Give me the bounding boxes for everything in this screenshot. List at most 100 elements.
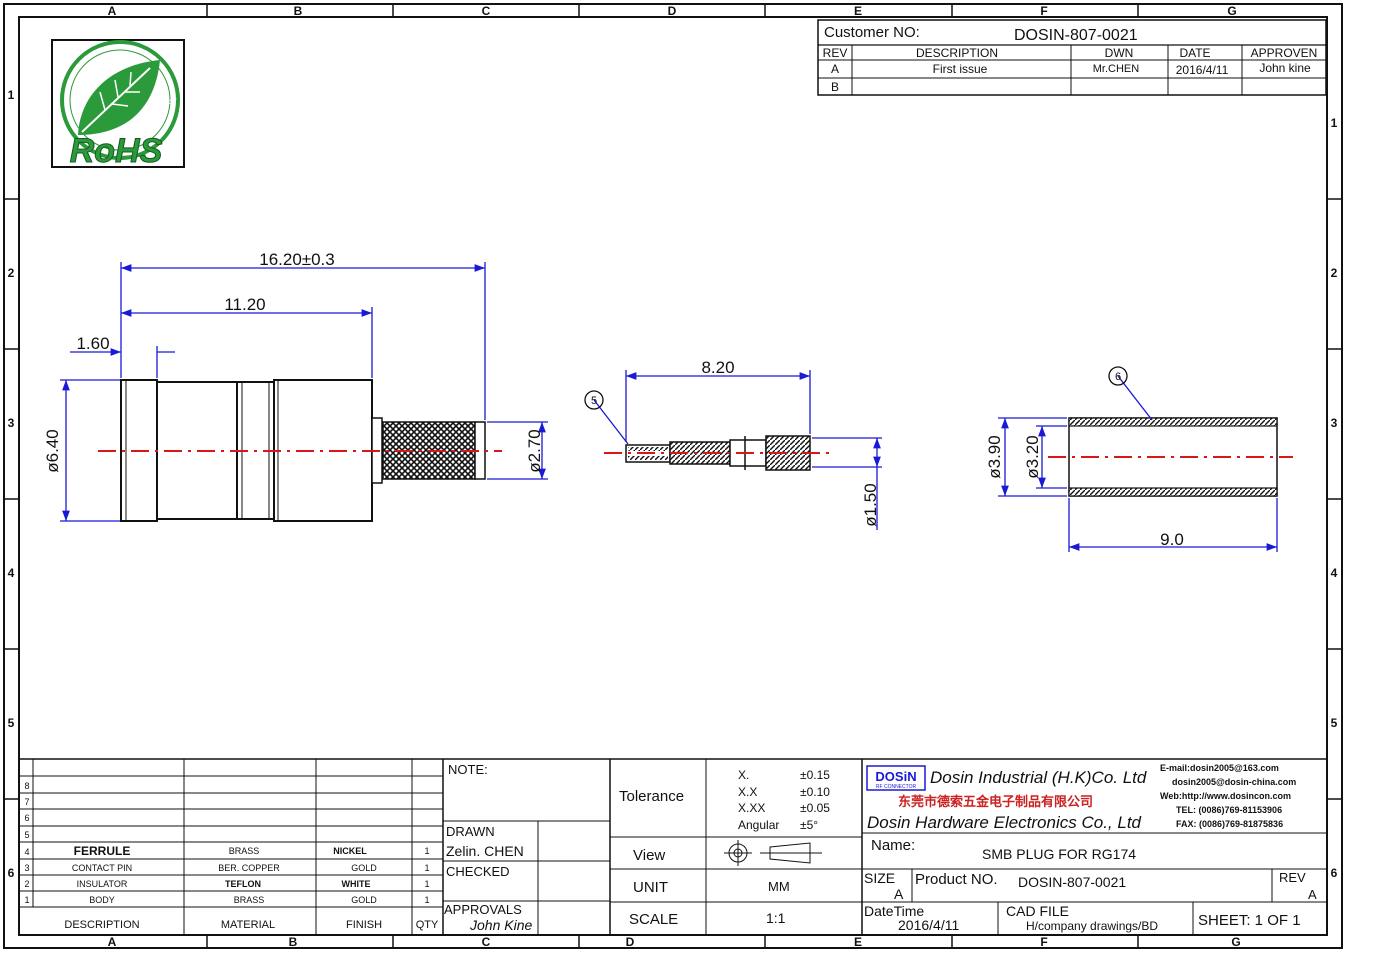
unit-value: MM (768, 879, 790, 894)
bom-item-4-qty: 1 (424, 846, 429, 856)
drawn-label: DRAWN (446, 824, 495, 839)
col-label-e-bottom: E (854, 935, 862, 949)
row-label-3-right: 3 (1331, 416, 1338, 430)
bom-header-material: MATERIAL (221, 919, 275, 931)
approvals-signature: John Kine (469, 917, 532, 933)
tolerance-val-2: ±0.05 (800, 801, 830, 815)
rev-b: B (831, 80, 839, 94)
description-header: DESCRIPTION (916, 46, 998, 60)
bom-row-7: 7 (24, 797, 29, 807)
col-label-b-bottom: B (289, 935, 298, 949)
plug-body-view (98, 379, 502, 522)
row-label-5-right: 5 (1331, 716, 1338, 730)
approvals-label: APPROVALS (444, 902, 522, 917)
row-label-2-right: 2 (1331, 266, 1338, 280)
bom-item-2-finish: WHITE (342, 879, 371, 889)
product-no-label: Product NO. (915, 871, 998, 888)
rohs-logo: RoHS Green Product (51, 39, 185, 171)
cad-file-value: H/company drawings/BD (1026, 919, 1158, 933)
bom-header-description: DESCRIPTION (64, 919, 139, 931)
rev-a: A (831, 62, 839, 76)
notes-block (443, 758, 1326, 935)
bom-item-1-finish: GOLD (351, 895, 377, 905)
tolerance-key-2: X.XX (738, 801, 765, 815)
approven-header: APPROVEN (1251, 46, 1318, 60)
projection-cone-icon (769, 842, 811, 864)
scale-value: 1:1 (766, 910, 786, 926)
tolerance-key-3: Angular (738, 818, 779, 832)
col-label-e: E (854, 4, 862, 18)
col-label-b: B (294, 4, 303, 18)
drawn-value: Zelin. CHEN (446, 843, 524, 859)
name-label: Name: (871, 837, 915, 854)
dosin-logo-sub: RF CONNECTOR (876, 784, 917, 790)
dimensions-pin (584, 370, 882, 530)
product-name: SMB PLUG FOR RG174 (982, 846, 1136, 862)
title-block (862, 765, 1326, 935)
date-header: DATE (1179, 46, 1210, 60)
inner-border (18, 16, 1328, 936)
checked-label: CHECKED (446, 864, 510, 879)
bom-row-6: 6 (24, 813, 29, 823)
row-label-1: 1 (8, 88, 15, 102)
cad-file-label: CAD FILE (1006, 903, 1069, 919)
bom-item-4-no: 4 (24, 847, 29, 857)
rev-a-approven: John kine (1259, 61, 1311, 75)
contact-pin-view (604, 435, 830, 471)
row-label-4: 4 (8, 566, 15, 580)
bom-item-4-material: BRASS (229, 846, 260, 856)
dosin-logo (866, 765, 926, 791)
contact-fax: FAX: (0086)769-81875836 (1176, 819, 1283, 829)
row-label-4-right: 4 (1331, 566, 1338, 580)
bom-item-4-finish: NICKEL (333, 846, 367, 856)
company-name-hardware: Dosin Hardware Electronics Co., Ltd (867, 813, 1142, 832)
rev-header: REV (823, 46, 848, 60)
bom-item-4-desc: FERRULE (74, 844, 131, 858)
balloon-5: 5 (591, 395, 597, 407)
company-name-cn: 东莞市德索五金电子制品有限公司 (898, 794, 1093, 809)
bom-item-1-no: 1 (24, 895, 29, 905)
outer-border (3, 3, 1343, 949)
bom-item-3-desc: CONTACT PIN (72, 863, 132, 873)
bom-item-2-no: 2 (24, 879, 29, 889)
datetime-label: DateTime (864, 903, 924, 919)
dim-front-length: 1.60 (76, 334, 109, 353)
bom-table (19, 758, 444, 935)
dim-overall-length: 16.20±0.3 (259, 250, 335, 269)
col-label-c-bottom: C (482, 935, 491, 949)
col-label-c: C (482, 4, 491, 18)
dosin-logo-text: DOSiN (875, 769, 916, 784)
col-label-f: F (1040, 4, 1047, 18)
bom-header-finish: FINISH (346, 919, 382, 931)
note-label: NOTE: (448, 762, 488, 777)
dim-crimp-dia: ø2.70 (525, 429, 544, 472)
dim-pin-length: 8.20 (701, 358, 734, 377)
unit-label: UNIT (633, 879, 668, 896)
contact-web: Web:http://www.dosincon.com (1160, 791, 1291, 801)
contact-tel: TEL: (0086)769-81153906 (1176, 805, 1282, 815)
tolerance-label: Tolerance (619, 788, 684, 805)
datetime-value: 2016/4/11 (898, 917, 959, 933)
col-label-a: A (108, 4, 117, 18)
view-label: View (633, 847, 665, 864)
dim-ferrule-length: 9.0 (1160, 530, 1184, 549)
tolerance-val-0: ±0.15 (800, 768, 830, 782)
tolerance-key-1: X.X (738, 785, 757, 799)
bom-row-8: 8 (24, 781, 29, 791)
bom-row-5: 5 (24, 830, 29, 840)
col-label-g-bottom: G (1231, 935, 1240, 949)
col-label-d-bottom: D (626, 935, 635, 949)
customer-label: Customer NO: (824, 24, 920, 41)
customer-value: DOSIN-807-0021 (1014, 27, 1138, 44)
bom-item-2-desc: INSULATOR (77, 879, 128, 889)
col-label-f-bottom: F (1040, 935, 1047, 949)
bom-item-3-material: BER. COPPER (218, 863, 280, 873)
bom-item-3-no: 3 (24, 863, 29, 873)
row-label-1-right: 1 (1331, 116, 1338, 130)
rev-value: A (1308, 887, 1317, 902)
sheet-label: SHEET: 1 OF 1 (1198, 912, 1301, 929)
row-label-3: 3 (8, 416, 15, 430)
col-label-d: D (668, 4, 677, 18)
tolerance-val-3: ±5° (800, 818, 818, 832)
